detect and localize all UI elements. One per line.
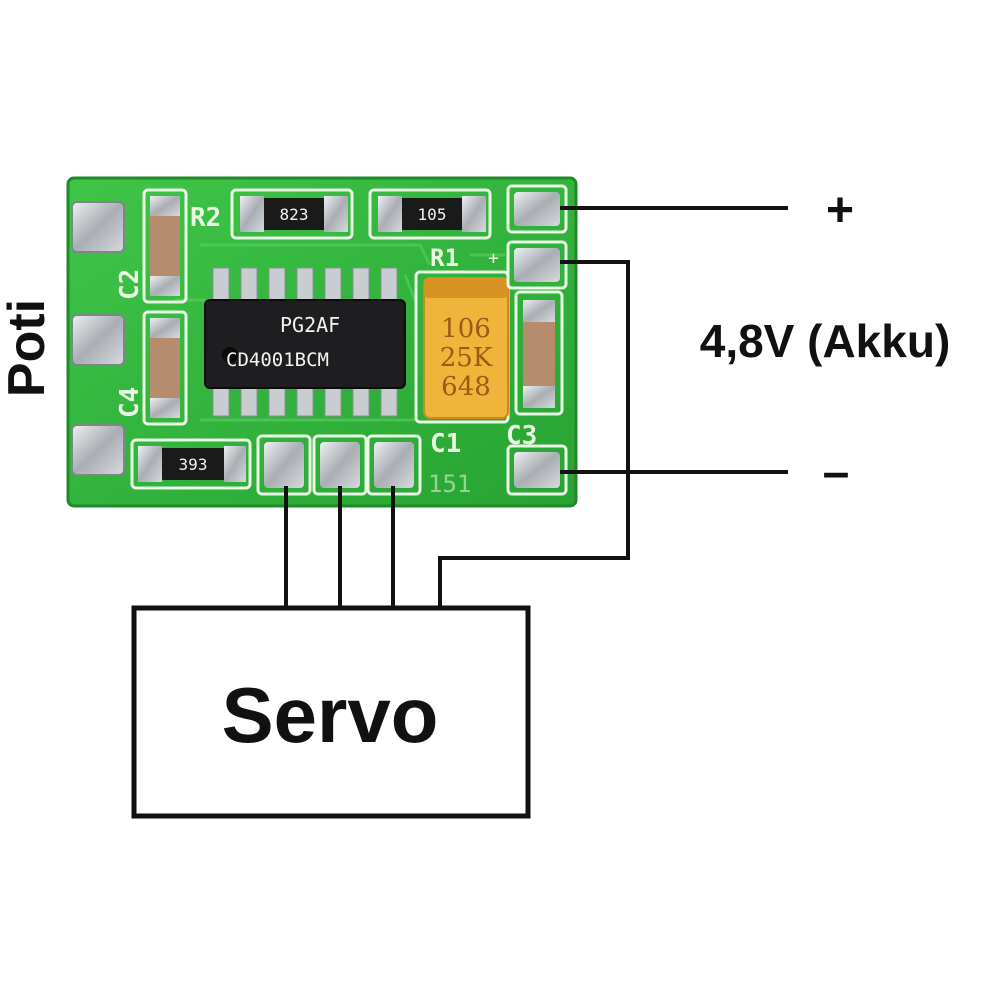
servo-pads bbox=[256, 434, 422, 496]
pcb-module: R2 R1 + C1 C3 151 C2 C4 823 105 393 PG2A… bbox=[66, 176, 578, 508]
resistor-r2 bbox=[230, 188, 354, 240]
capacitor-c2 bbox=[142, 188, 188, 304]
silk-r1: R1 bbox=[430, 244, 459, 272]
ic-chip bbox=[204, 299, 406, 389]
resistor-r1 bbox=[368, 188, 492, 240]
r1-code: 105 bbox=[418, 205, 447, 224]
ic-marking-line2: CD4001BCM bbox=[226, 349, 329, 371]
plus-label: + bbox=[826, 184, 854, 237]
pcb-traces bbox=[175, 243, 505, 422]
resistor-bottom bbox=[130, 438, 252, 490]
servo-box bbox=[131, 605, 531, 819]
tantalum-marking-line3: 648 bbox=[441, 372, 491, 402]
ic-marking-line1: PG2AF bbox=[280, 313, 340, 337]
silk-c1: C1 bbox=[430, 429, 461, 459]
pad-plus bbox=[514, 192, 560, 226]
minus-label: – bbox=[823, 446, 850, 499]
tantalum-marking-line2: 25K bbox=[440, 343, 493, 373]
poti-pad-3 bbox=[71, 424, 125, 476]
bottom-resistor-code: 393 bbox=[179, 455, 208, 474]
battery-voltage-label: 4,8V (Akku) bbox=[700, 315, 951, 367]
pad-minus bbox=[514, 452, 560, 488]
silk-c3: C3 bbox=[506, 421, 537, 451]
ic-pins bbox=[212, 267, 398, 417]
capacitor-c3 bbox=[514, 290, 564, 416]
silk-r2: R2 bbox=[190, 203, 221, 233]
pad-servo-power bbox=[514, 248, 560, 282]
poti-pad-2 bbox=[71, 314, 125, 366]
wires bbox=[284, 206, 788, 608]
poti-pad-1 bbox=[71, 201, 125, 253]
poti-label: Poti bbox=[0, 299, 56, 397]
tantalum-marking-line1: 106 bbox=[441, 314, 491, 344]
pad-servo-power-frame bbox=[506, 240, 568, 290]
silk-code: 151 bbox=[428, 470, 471, 498]
silk-c2: C2 bbox=[115, 269, 145, 300]
tantalum-capacitor-c1 bbox=[414, 270, 510, 424]
capacitor-c4 bbox=[142, 310, 188, 426]
silk-c4: C4 bbox=[115, 387, 145, 418]
servo-label: Servo bbox=[222, 671, 439, 759]
r2-code: 823 bbox=[280, 205, 309, 224]
silk-plus: + bbox=[488, 248, 499, 269]
wire-servo-power bbox=[438, 260, 630, 608]
